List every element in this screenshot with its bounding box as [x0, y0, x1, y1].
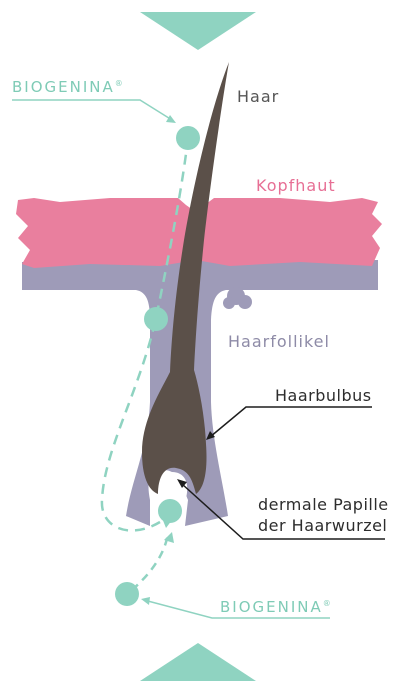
biogenina-particle [144, 307, 168, 331]
label-kopfhaut: Kopfhaut [256, 176, 336, 195]
biogenina-top-leader [12, 100, 172, 120]
biogenina-bottom-leader-arrow [141, 597, 150, 605]
biogenina-path-lower [132, 534, 168, 590]
label-papille-line1: dermale Papille [258, 495, 389, 514]
sebaceous-gland-lobe [223, 297, 235, 309]
registered-mark: ® [115, 79, 125, 88]
label-haarfollikel: Haarfollikel [228, 332, 330, 351]
biogenina-top-leader-arrow [166, 115, 176, 123]
bottom-arrow-triangle [140, 643, 256, 681]
label-papille-line2: der Haarwurzel [258, 516, 387, 535]
biogenina-particle [176, 126, 200, 150]
top-arrow-triangle [140, 12, 256, 50]
sebaceous-gland-lobe [238, 295, 252, 309]
registered-mark: ® [323, 599, 333, 608]
label-haarbulbus: Haarbulbus [275, 386, 372, 405]
label-biogenina-top: BIOGENINA® [12, 78, 125, 96]
haarbulbus-leader [210, 407, 372, 437]
label-biogenina-bottom: BIOGENINA® [220, 598, 333, 616]
biogenina-particle [158, 499, 182, 523]
biogenina-particle [115, 582, 139, 606]
label-haar: Haar [237, 87, 279, 106]
